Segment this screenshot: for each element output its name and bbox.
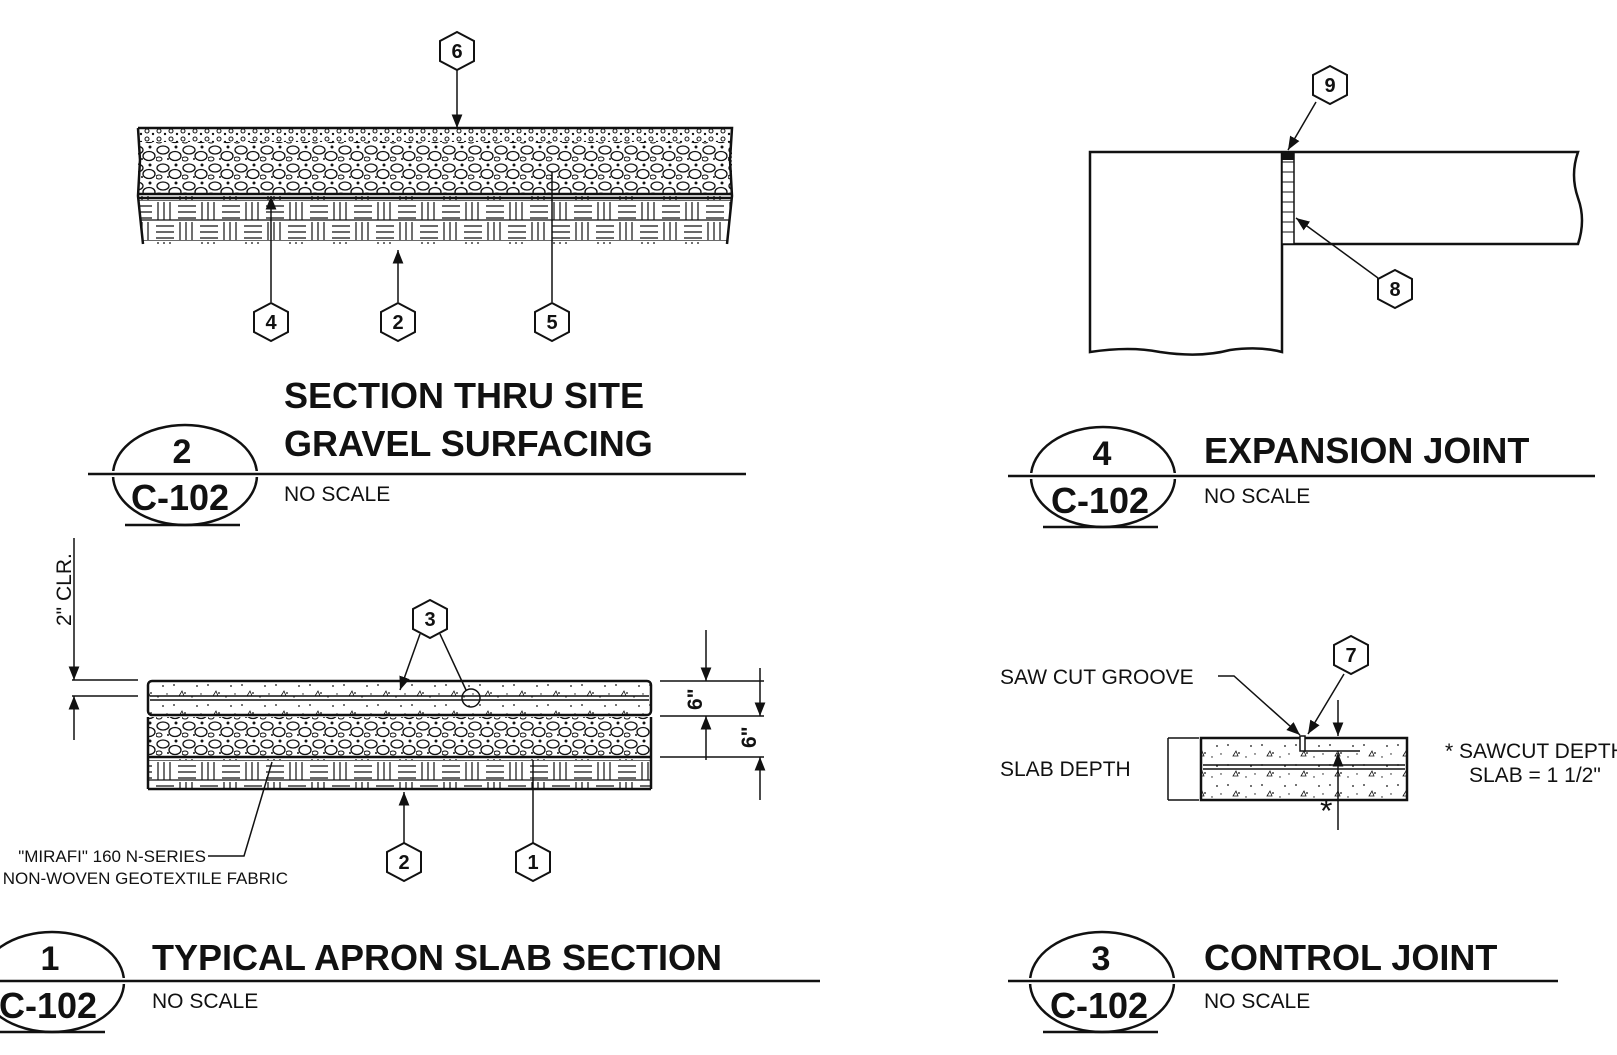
gravel-sheet-ref: C-102 [131, 477, 229, 518]
expansion-title: EXPANSION JOINT [1204, 430, 1529, 471]
control-detail-number: 3 [1092, 940, 1111, 978]
tag-7-label: 7 [1345, 645, 1356, 667]
gravel-subgrade-layer [138, 196, 732, 244]
control-title: CONTROL JOINT [1204, 937, 1497, 978]
fabric-note-line2: NON-WOVEN GEOTEXTILE FABRIC [3, 869, 288, 888]
tag-6-label: 6 [451, 41, 462, 63]
expansion-scale: NO SCALE [1204, 485, 1310, 508]
control-scale: NO SCALE [1204, 990, 1310, 1013]
saw-cut-groove-label: SAW CUT GROOVE [1000, 666, 1194, 689]
slab-depth-label: SLAB DEPTH [1000, 758, 1131, 781]
expansion-left-slab [1088, 150, 1284, 356]
expansion-title-block: 4 C-102 EXPANSION JOINT NO SCALE [1004, 425, 1617, 529]
apron-title-block: 1 C-102 TYPICAL APRON SLAB SECTION NO SC… [0, 930, 822, 1034]
tag-1: 1 [515, 841, 551, 883]
gravel-title-line2: GRAVEL SURFACING [284, 423, 653, 464]
tag-2-bottom-label: 2 [398, 852, 409, 874]
apron-concrete-slab [146, 679, 653, 717]
control-sheet-ref: C-102 [1050, 985, 1148, 1026]
tag-2-top-label: 2 [392, 312, 403, 334]
tag-6: 6 [439, 30, 475, 72]
apron-gravel-base [148, 717, 651, 757]
expansion-right-slab [1282, 150, 1584, 246]
saw-cut-groove [1299, 735, 1306, 752]
apron-dim-base: 6" [738, 726, 761, 748]
sawcut-note-line2: SLAB = 1 1/2" [1469, 764, 1601, 787]
apron-dim-slab: 6" [684, 688, 707, 710]
tag-3-label: 3 [424, 609, 435, 631]
apron-sheet-ref: C-102 [0, 985, 97, 1026]
detail-expansion-joint: 9 8 4 C-102 EXPANSION JOINT NO SCALE [1004, 64, 1617, 529]
apron-clearance-label: 2" CLR. [53, 553, 76, 626]
expansion-detail-number: 4 [1093, 435, 1112, 473]
gravel-title-line1: SECTION THRU SITE [284, 375, 644, 416]
fabric-note-line1: "MIRAFI" 160 N-SERIES [18, 847, 206, 866]
tag-8: 8 [1377, 268, 1413, 310]
apron-scale: NO SCALE [152, 990, 258, 1013]
tag-4-label: 4 [265, 312, 277, 334]
apron-subgrade [148, 759, 651, 789]
expansion-joint-sealant [1282, 152, 1294, 160]
tag-9-label: 9 [1324, 75, 1335, 97]
detail-apron-slab: 2" CLR. 6" 6" 3 2 1 "MIRAFI" 160 N-SERIE… [0, 538, 822, 1034]
tag-3: 3 [412, 598, 448, 640]
expansion-joint-filler [1281, 151, 1295, 245]
sawcut-note-line1: * SAWCUT DEPTH FOR 6" [1445, 740, 1617, 763]
control-title-block: 3 C-102 CONTROL JOINT NO SCALE [1004, 930, 1579, 1034]
apron-detail-number: 1 [41, 940, 60, 978]
detail-gravel-section: 6 4 2 5 2 C-102 SECTION THRU SITE GRAVEL… [84, 30, 749, 527]
gravel-fines-layer [138, 128, 732, 142]
tag-2-top: 2 [380, 301, 416, 343]
gravel-title-block: 2 C-102 SECTION THRU SITE GRAVEL SURFACI… [84, 375, 749, 527]
sawcut-asterisk: * [1320, 793, 1332, 829]
gravel-detail-number: 2 [173, 433, 192, 471]
apron-title: TYPICAL APRON SLAB SECTION [152, 937, 722, 978]
tag-5-label: 5 [546, 312, 557, 334]
gravel-scale: NO SCALE [284, 483, 390, 506]
tag-1-label: 1 [527, 852, 538, 874]
tag-5: 5 [534, 301, 570, 343]
tag-2-bottom: 2 [386, 841, 422, 883]
tag-7: 7 [1333, 634, 1369, 676]
tag-4: 4 [253, 301, 289, 343]
gravel-aggregate-layer [138, 142, 732, 194]
tag-8-label: 8 [1389, 279, 1400, 301]
tag-9: 9 [1312, 64, 1348, 106]
detail-control-joint: 7 SAW CUT GROOVE SLAB DEPTH * * SAWCUT D… [1000, 634, 1617, 1034]
expansion-sheet-ref: C-102 [1051, 480, 1149, 521]
